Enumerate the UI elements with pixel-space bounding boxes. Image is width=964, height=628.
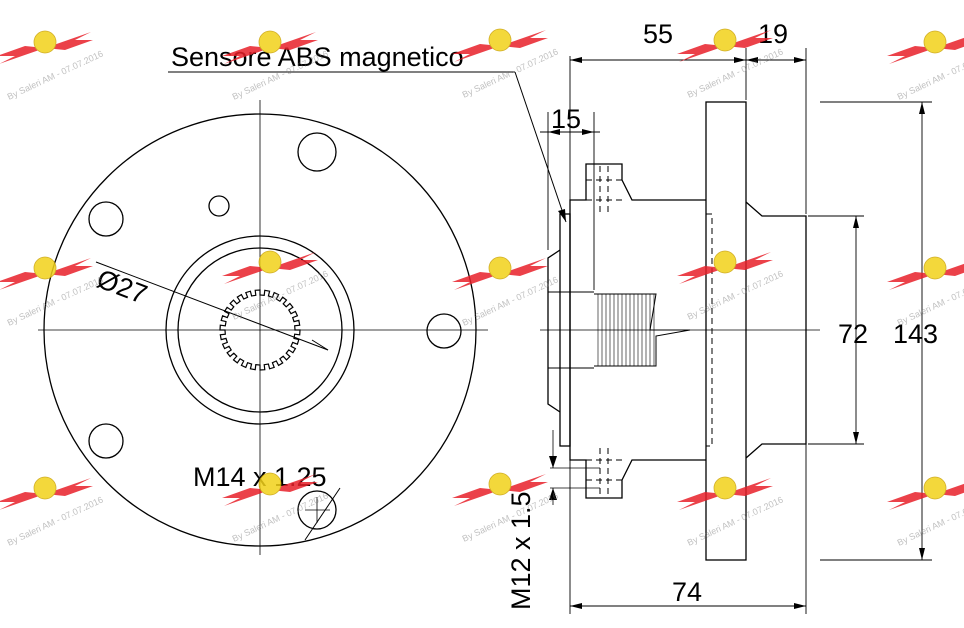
- dimension-72: 72: [838, 319, 868, 349]
- side-thread-label: M12 x 1.5: [506, 491, 536, 610]
- watermark-logo: By Saleri AM - 07.07.2016: [452, 28, 560, 100]
- watermark-text: By Saleri AM - 07.07.2016: [686, 495, 785, 548]
- watermark-logo: By Saleri AM - 07.07.2016: [677, 250, 785, 322]
- hidden-spline: [594, 293, 691, 367]
- watermark-text: By Saleri AM - 07.07.2016: [686, 47, 785, 100]
- wheel-flange-plate: [705, 101, 747, 561]
- inner-ring-cap: [547, 249, 561, 413]
- watermark-logo: By Saleri AM - 07.07.2016: [0, 256, 105, 328]
- watermark-text: By Saleri AM - 07.07.2016: [6, 495, 105, 548]
- watermark-text: By Saleri AM - 07.07.2016: [686, 269, 785, 322]
- watermark-logo: By Saleri AM - 07.07.2016: [677, 476, 785, 548]
- watermark-logo: By Saleri AM - 07.07.2016: [222, 250, 330, 322]
- side-view: [540, 101, 820, 561]
- small-pin-hole: [208, 195, 230, 217]
- watermark-logo: By Saleri AM - 07.07.2016: [887, 476, 964, 548]
- pilot-step: [745, 201, 807, 459]
- bolt-hole-top: [297, 132, 337, 172]
- front-view: [38, 100, 488, 555]
- flange-outline: [43, 113, 477, 547]
- abs-sensor-label: Sensore ABS magnetico: [171, 42, 464, 72]
- watermark-text: By Saleri AM - 07.07.2016: [461, 47, 560, 100]
- watermark-logo: By Saleri AM - 07.07.2016: [887, 256, 964, 328]
- dimension-55: 55: [643, 19, 673, 49]
- diameter-leader-line: [95, 261, 329, 351]
- bolt-hole-right: [426, 313, 462, 349]
- watermark-text: By Saleri AM - 07.07.2016: [231, 491, 330, 544]
- watermark-logo: By Saleri AM - 07.07.2016: [887, 30, 964, 102]
- dimension-19: 19: [758, 19, 788, 49]
- watermark-logo: By Saleri AM - 07.07.2016: [452, 256, 560, 328]
- spline-teeth: [219, 289, 301, 371]
- hub-outer-ring: [165, 235, 355, 425]
- dimension-74: 74: [672, 577, 702, 607]
- splined-bore: [219, 289, 301, 371]
- watermark-logo: By Saleri AM - 07.07.2016: [0, 30, 105, 102]
- watermark-text: By Saleri AM - 07.07.2016: [231, 269, 330, 322]
- dimension-143: 143: [893, 319, 938, 349]
- thread-leader-line: [304, 487, 341, 541]
- watermark-text: By Saleri AM - 07.07.2016: [6, 275, 105, 328]
- hub-inner-ring: [177, 247, 343, 413]
- bolt-hole-bottom: [297, 490, 337, 530]
- dimension-lines: [168, 48, 932, 614]
- dimension-15: 15: [551, 104, 581, 134]
- watermark-logo: By Saleri AM - 07.07.2016: [0, 476, 105, 548]
- bore-diameter-label: Ø27: [93, 264, 151, 310]
- bolt-hole-left-lower: [88, 423, 124, 459]
- bolt-hole-left-upper: [88, 201, 124, 237]
- watermark-text: By Saleri AM - 07.07.2016: [461, 275, 560, 328]
- watermark-text: By Saleri AM - 07.07.2016: [6, 49, 105, 102]
